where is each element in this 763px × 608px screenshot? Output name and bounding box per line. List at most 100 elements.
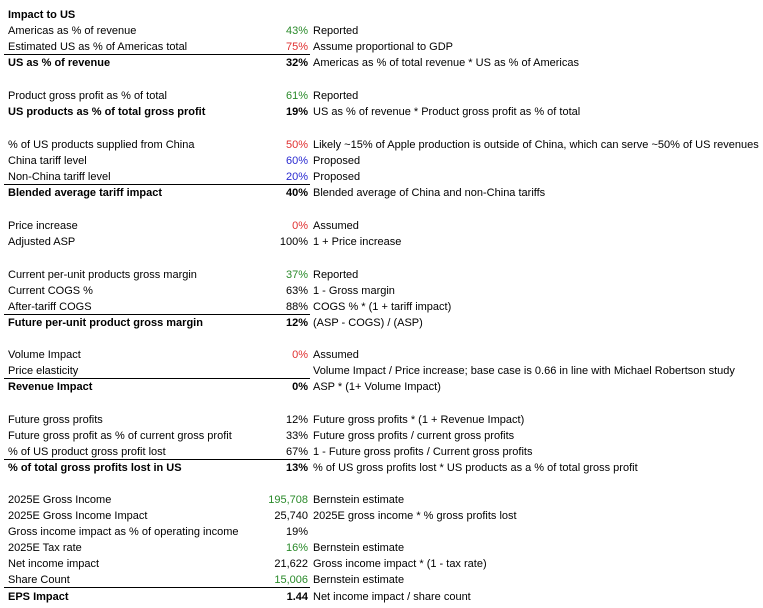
row-note: 1 - Gross margin — [313, 285, 395, 297]
table-row: Share Count 15,006 Bernstein estimate — [0, 572, 763, 588]
title-row: Impact to US — [0, 7, 763, 23]
row-note: 1 + Price increase — [313, 236, 402, 248]
table-row: Revenue Impact 0% ASP * (1+ Volume Impact) — [0, 379, 763, 395]
row-note: 1 - Future gross profits / Current gross… — [313, 446, 533, 458]
separator-line — [4, 587, 310, 588]
separator-line — [4, 54, 310, 55]
row-value: 61% — [285, 90, 308, 102]
row-note: ASP * (1+ Volume Impact) — [313, 381, 441, 393]
table-row: % of US product gross profit lost 67% 1 - … — [0, 444, 763, 460]
row-label: 2025E Gross Income Impact — [8, 510, 148, 522]
row-label: Blended average tariff impact — [8, 187, 163, 199]
separator-line — [4, 378, 310, 379]
row-note: Americas as % of total revenue * US as %… — [313, 57, 579, 69]
row-note: Proposed — [313, 171, 361, 183]
row-label: Americas as % of revenue — [8, 25, 137, 37]
separator-line — [4, 184, 310, 185]
row-label: Share Count — [8, 574, 70, 586]
table-row: Volume Impact 0% Assumed — [0, 347, 763, 363]
table-row: Net income impact 21,622 Gross income impa… — [0, 556, 763, 572]
row-value: 32% — [285, 57, 308, 69]
row-value: 60% — [285, 155, 308, 167]
row-value: 21,622 — [274, 558, 308, 570]
row-note: Gross income impact * (1 - tax rate) — [313, 558, 487, 570]
row-label: Future per-unit product gross margin — [8, 317, 203, 329]
table-row: 2025E Gross Income Impact 25,740 2025E gro… — [0, 508, 763, 524]
row-value: 0% — [292, 381, 308, 393]
row-label: US products as % of total gross profit — [8, 106, 206, 118]
row-note: Bernstein estimate — [313, 574, 405, 586]
row-note: Future gross profits * (1 + Revenue Impa… — [313, 414, 525, 426]
row-label: % of total gross profits lost in US — [8, 462, 182, 474]
table-row: Adjusted ASP 100% 1 + Price increase — [0, 234, 763, 250]
table-row: Gross income impact as % of operating in… — [0, 524, 763, 540]
row-value: 67% — [285, 446, 308, 458]
row-value: 19% — [285, 526, 308, 538]
separator-line — [4, 314, 310, 315]
row-label: Adjusted ASP — [8, 236, 76, 248]
row-note: Future gross profits / current gross pro… — [313, 430, 515, 442]
row-label: Current per-unit products gross margin — [8, 269, 197, 281]
row-value: 63% — [285, 285, 308, 297]
table-row: Price elasticity Volume Impact / Price in… — [0, 363, 763, 379]
row-note: COGS % * (1 + tariff impact) — [313, 301, 452, 313]
row-value: 0% — [292, 349, 308, 361]
row-value: 1.44 — [286, 591, 308, 603]
row-label: Product gross profit as % of total — [8, 90, 167, 102]
row-note: Bernstein estimate — [313, 494, 405, 506]
row-note: 2025E gross income * % gross profits los… — [313, 510, 517, 522]
row-value: 33% — [285, 430, 308, 442]
row-note: % of US gross profits lost * US products… — [313, 462, 638, 474]
row-value: 25,740 — [274, 510, 308, 522]
table-row: Current COGS % 63% 1 - Gross margin — [0, 283, 763, 299]
row-label: Current COGS % — [8, 285, 93, 297]
row-label: Price elasticity — [8, 365, 79, 377]
row-label: Gross income impact as % of operating in… — [8, 526, 239, 538]
row-label: China tariff level — [8, 155, 87, 167]
row-value: 20% — [285, 171, 308, 183]
row-value: 100% — [279, 236, 308, 248]
row-note: Assumed — [313, 349, 359, 361]
row-label: % of US products supplied from China — [8, 139, 195, 151]
row-value: 43% — [285, 25, 308, 37]
section-title: Impact to US — [8, 9, 76, 21]
row-value: 12% — [285, 317, 308, 329]
table-row: Future per-unit product gross margin 12% (… — [0, 315, 763, 331]
row-label: EPS Impact — [8, 591, 69, 603]
row-value: 13% — [285, 462, 308, 474]
row-label: % of US product gross profit lost — [8, 446, 166, 458]
row-label: Net income impact — [8, 558, 100, 570]
row-label: Revenue Impact — [8, 381, 93, 393]
row-note: Volume Impact / Price increase; base cas… — [313, 365, 735, 377]
table-row: Future gross profit as % of current gros… — [0, 428, 763, 444]
row-note: Assumed — [313, 220, 359, 232]
row-note: (ASP - COGS) / (ASP) — [313, 317, 423, 329]
row-value: 40% — [285, 187, 308, 199]
row-value: 195,708 — [268, 494, 308, 506]
row-label: Volume Impact — [8, 349, 81, 361]
row-label: Estimated US as % of Americas total — [8, 41, 188, 53]
table-row: Estimated US as % of Americas total 75% As… — [0, 39, 763, 55]
row-note: Reported — [313, 269, 359, 281]
row-note: Assume proportional to GDP — [313, 41, 454, 53]
row-value: 37% — [285, 269, 308, 281]
row-label: 2025E Gross Income — [8, 494, 112, 506]
row-value: 15,006 — [274, 574, 308, 586]
row-label: Future gross profit as % of current gros… — [8, 430, 232, 442]
table-row: % of total gross profits lost in US 13% % … — [0, 460, 763, 476]
row-note: US as % of revenue * Product gross profi… — [313, 106, 581, 118]
row-value: 75% — [285, 41, 308, 53]
row-value: 50% — [285, 139, 308, 151]
row-value: 19% — [285, 106, 308, 118]
row-label: 2025E Tax rate — [8, 542, 82, 554]
